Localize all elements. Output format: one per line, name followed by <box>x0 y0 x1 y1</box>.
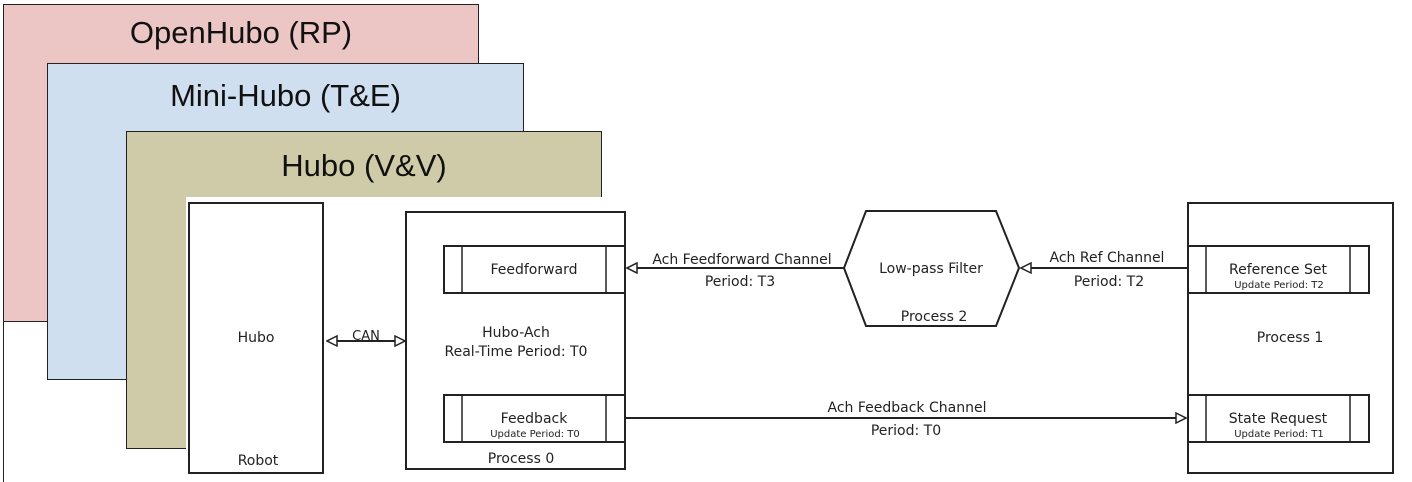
process0-name: Hubo-Ach <box>482 325 550 341</box>
layer-hubo-title: Hubo (V&V) <box>281 148 447 183</box>
feedback-update-label: Update Period: T0 <box>490 429 580 440</box>
state-request-buffer <box>1187 394 1370 443</box>
reference-set-buffer <box>1187 245 1370 294</box>
process2-name: Low-pass Filter <box>879 261 983 277</box>
process0-period: Real-Time Period: T0 <box>445 344 588 360</box>
state-update-label: Update Period: T1 <box>1234 429 1324 440</box>
feedback-label: Feedback <box>501 411 569 427</box>
process0-caption: Process 0 <box>488 451 554 467</box>
reference-set-label: Reference Set <box>1229 262 1327 278</box>
feedforward-buffer <box>443 245 626 294</box>
state-request-label: State Request <box>1229 411 1328 427</box>
ref-channel-name: Ach Ref Channel <box>1050 250 1165 266</box>
feedforward-channel-name: Ach Feedforward Channel <box>652 252 831 268</box>
feedforward-channel-period: Period: T3 <box>705 274 775 290</box>
can-link-label: CAN <box>352 329 380 344</box>
layer-minihubo-title: Mini-Hubo (T&E) <box>170 78 401 113</box>
process2-caption: Process 2 <box>901 309 967 325</box>
feedback-channel-period: Period: T0 <box>871 423 941 439</box>
process1-caption: Process 1 <box>1257 330 1323 346</box>
left-edge-line <box>3 322 4 482</box>
robot-box <box>188 202 324 474</box>
feedback-channel-name: Ach Feedback Channel <box>828 400 987 416</box>
ref-channel-period: Period: T2 <box>1074 274 1144 290</box>
process2-hexagon <box>842 210 1021 327</box>
robot-caption: Robot <box>238 453 279 469</box>
feedforward-label: Feedforward <box>490 262 577 278</box>
reference-update-label: Update Period: T2 <box>1234 280 1324 291</box>
layer-openhubo-title: OpenHubo (RP) <box>129 15 353 50</box>
robot-name: Hubo <box>238 330 275 346</box>
